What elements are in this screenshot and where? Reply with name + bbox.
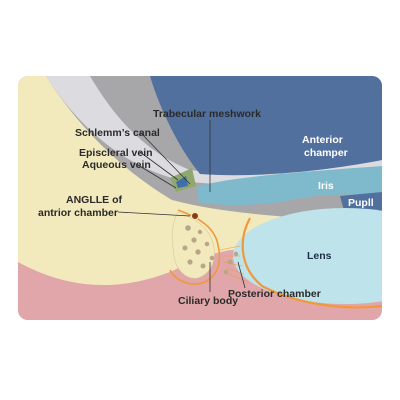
ciliary-outline	[169, 209, 221, 285]
lens	[233, 208, 382, 304]
label-iris: Iris	[318, 180, 334, 192]
label-aqueous-vein: Aqueous vein	[82, 159, 151, 171]
label-episcleral-vein: Episcleral vein	[79, 147, 153, 159]
label-schlemms-canal: Schlemm’s canal	[75, 127, 160, 139]
pigment-dots	[182, 225, 239, 275]
cornea	[46, 76, 382, 185]
label-lens: Lens	[307, 250, 332, 262]
anterior-chamber	[150, 76, 382, 176]
leader-angle	[117, 211, 191, 217]
label-angle-line2: antrior chamber	[38, 207, 118, 219]
leader-schlemm	[139, 131, 191, 185]
leader-posterior	[237, 261, 246, 289]
label-posterior-chamber: Posterior chamber	[228, 288, 321, 300]
ciliary-processes	[171, 211, 215, 279]
lens-capsule-line	[241, 217, 382, 309]
label-trabecular-meshwork: Trabecular meshwork	[153, 108, 261, 120]
label-anterior-line1: Anterior	[302, 134, 343, 146]
label-ciliary-body: Ciliary body	[178, 295, 238, 307]
label-angle-line1: ANGLLE of	[66, 194, 122, 206]
label-anterior-line2: champer	[304, 147, 348, 159]
leader-episcleral	[139, 151, 179, 181]
angle-marker	[191, 212, 199, 220]
leader-aqueous	[137, 164, 177, 189]
iris	[198, 166, 382, 205]
label-pupil: Pupll	[348, 197, 374, 209]
